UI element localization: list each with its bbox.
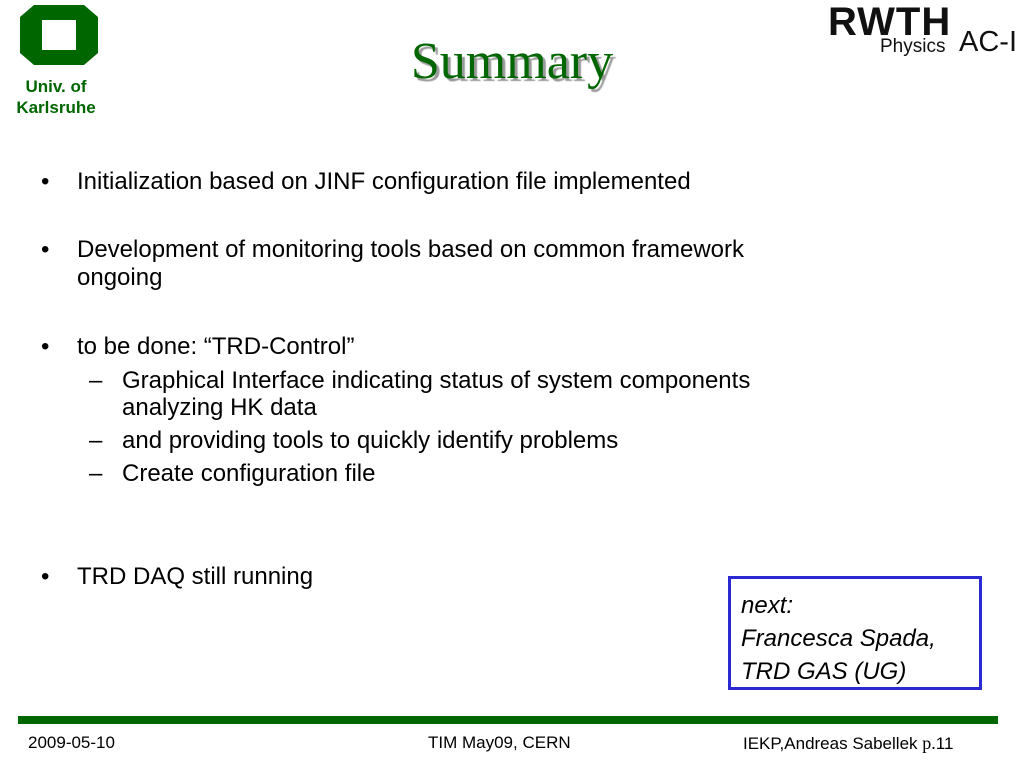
rwth-logo-main: RWTH: [828, 0, 952, 44]
next-speaker-topic: TRD GAS (UG): [741, 658, 907, 685]
bullet-text: TRD DAQ still running: [77, 563, 314, 590]
bullet-item: Development of monitoring tools based on…: [40, 236, 940, 292]
bullet-text: Initialization based on JINF configurati…: [77, 168, 691, 195]
rwth-logo-group: AC-I: [959, 26, 1017, 58]
footer-author-page: IEKP,Andreas Sabellek p.11: [743, 733, 953, 754]
bullet-text: to be done: “TRD-Control”: [77, 333, 355, 360]
footer-page-prefix: p.: [922, 733, 936, 753]
logo-text-line1: Univ. of: [25, 77, 87, 96]
sub-item: Graphical Interface indicating status of…: [40, 367, 940, 421]
slide-title: Summary: [410, 33, 614, 90]
footer-divider: [18, 716, 998, 724]
footer-author: IEKP,Andreas Sabellek: [743, 734, 918, 753]
next-speaker-box: next: Francesca Spada, TRD GAS (UG): [728, 576, 982, 690]
sub-item-text: and providing tools to quickly identify …: [122, 427, 619, 454]
univ-karlsruhe-logo-icon: [20, 5, 98, 65]
sub-item-text-line2: analyzing HK data: [122, 394, 317, 421]
footer-page-number: 11: [935, 734, 954, 753]
footer-date: 2009-05-10: [28, 733, 115, 752]
next-speaker-name: Francesca Spada,: [741, 625, 936, 652]
sub-item: Create configuration file: [40, 460, 940, 487]
bullet-item: TRD DAQ still running: [40, 563, 940, 591]
rwth-logo-physics: Physics: [880, 36, 946, 57]
logo-text-line2: Karlsruhe: [16, 98, 96, 117]
footer-event: TIM May09, CERN: [428, 733, 571, 752]
rwth-physics-logo: RWTH Physics AC-I: [828, 0, 1024, 58]
bullet-text-line1: Development of monitoring tools based on…: [77, 236, 744, 263]
sub-item: and providing tools to quickly identify …: [40, 427, 940, 454]
slide-content: Initialization based on JINF configurati…: [40, 168, 940, 591]
univ-karlsruhe-label: Univ. of Karlsruhe: [6, 76, 106, 118]
next-label: next:: [741, 592, 794, 619]
bullet-text-line2: ongoing: [77, 264, 163, 291]
bullet-item: Initialization based on JINF configurati…: [40, 168, 940, 196]
bullet-item: to be done: “TRD-Control”: [40, 333, 940, 361]
sub-item-text: Create configuration file: [122, 460, 376, 487]
sub-item-text-line1: Graphical Interface indicating status of…: [122, 367, 751, 394]
